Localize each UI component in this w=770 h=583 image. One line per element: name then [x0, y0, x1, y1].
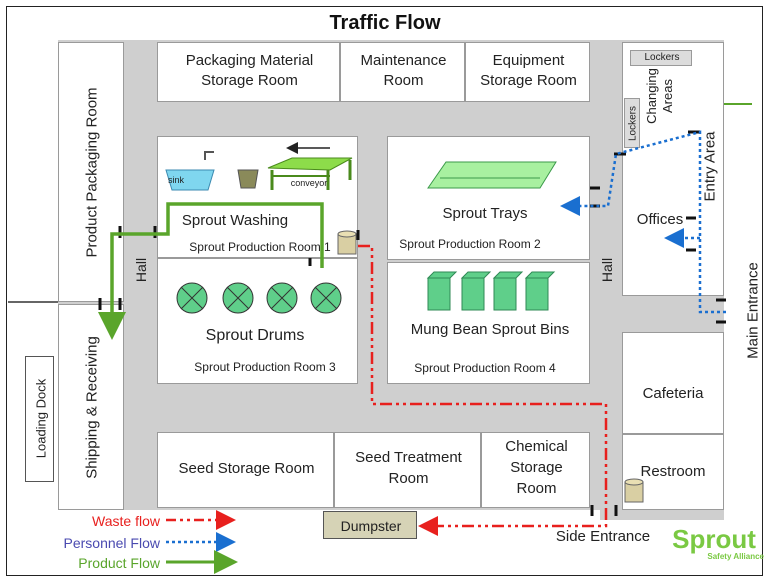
waste-can-icon	[337, 230, 357, 255]
cafeteria-room: Cafeteria	[622, 332, 724, 434]
room4-label: Sprout Production Room 4	[414, 361, 556, 375]
product-flow-arrow	[98, 202, 324, 340]
legend-product-label: Product Flow	[78, 555, 160, 571]
seed-treatment-room: Seed Treatment Room	[334, 432, 481, 508]
mung-bean-bins-icon	[426, 271, 556, 311]
sprout-trays-icon	[427, 161, 557, 189]
equipment-label-2: Storage Room	[480, 72, 577, 89]
chemical-label-1: Chemical	[505, 438, 568, 455]
conveyor-icon	[267, 157, 353, 190]
sprout-trays-label: Sprout Trays	[442, 205, 528, 222]
side-entrance-label: Side Entrance	[555, 528, 651, 545]
legend-waste-label: Waste flow	[92, 513, 160, 529]
offices-label: Offices	[636, 211, 684, 228]
packaging-storage-label-1: Packaging Material	[185, 52, 314, 69]
sprout-drums-icon	[176, 282, 342, 314]
bucket-icon	[237, 169, 259, 189]
room2-label: Sprout Production Room 2	[399, 237, 541, 251]
entry-area-room	[622, 42, 724, 296]
seed-storage-label: Seed Storage Room	[178, 460, 315, 477]
waste-flow-arrow	[358, 244, 608, 536]
logo-brand: Sprout	[672, 524, 756, 554]
dumpster[interactable]: Dumpster	[323, 511, 417, 539]
sink-icon	[165, 151, 215, 191]
chemical-label-2: Storage	[510, 459, 563, 476]
equipment-label-1: Equipment	[492, 52, 565, 69]
maintenance-label-1: Maintenance	[360, 52, 447, 69]
lockers-top-label: Lockers	[644, 52, 680, 63]
cafeteria-label: Cafeteria	[642, 385, 704, 402]
seed-treatment-label-2: Room	[388, 470, 429, 487]
seed-treatment-label-1: Seed Treatment	[355, 449, 462, 466]
packaging-storage-room: Packaging Material Storage Room	[157, 42, 340, 102]
sprout-washing-label: Sprout Washing	[181, 212, 289, 229]
restroom-label: Restroom	[640, 463, 706, 480]
sprout-production-room-2	[387, 136, 590, 260]
legend-personnel-label: Personnel Flow	[63, 535, 161, 551]
sink-label: sink	[168, 175, 185, 185]
sprout-production-room-3	[157, 258, 358, 384]
chemical-label-3: Room	[516, 480, 557, 497]
sprout-production-room-4	[387, 262, 590, 384]
mung-bins-label: Mung Bean Sprout Bins	[410, 321, 570, 338]
page-title: Traffic Flow	[329, 12, 441, 34]
seed-storage-room: Seed Storage Room	[157, 432, 334, 508]
dumpster-label: Dumpster	[340, 518, 402, 534]
maintenance-label-2: Room	[383, 72, 424, 89]
lockers-side: Lockers	[624, 98, 640, 148]
logo-sub: Safety Alliance	[707, 552, 764, 561]
loading-dock[interactable]: Loading Dock	[25, 356, 54, 482]
sprout-production-room-1	[157, 136, 358, 258]
maintenance-room: Maintenance Room	[340, 42, 465, 102]
restroom-waste-can-icon	[624, 478, 644, 503]
conveyor-label: conveyor	[290, 178, 328, 188]
sprout-drums-label: Sprout Drums	[205, 327, 305, 344]
lockers-top: Lockers	[630, 50, 692, 66]
room3-label: Sprout Production Room 3	[194, 360, 336, 374]
equipment-storage-room: Equipment Storage Room	[465, 42, 590, 102]
chemical-storage-room: Chemical Storage Room	[481, 432, 590, 508]
packaging-storage-label-2: Storage Room	[201, 72, 298, 89]
room1-label: Sprout Production Room 1	[189, 240, 331, 254]
